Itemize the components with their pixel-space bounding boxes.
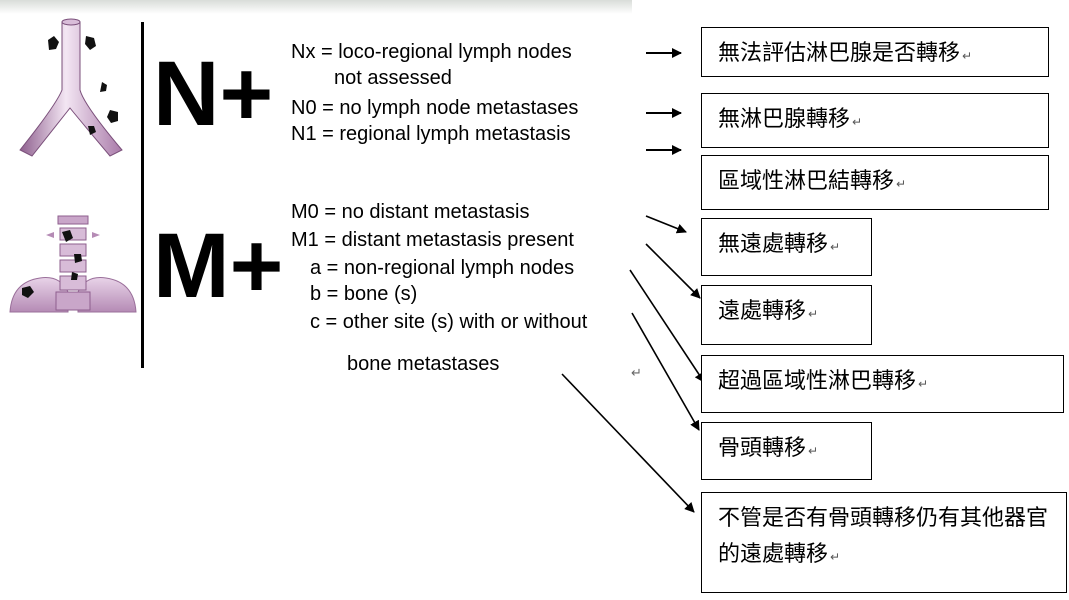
box-n1: 區域性淋巴結轉移↵	[701, 155, 1049, 210]
box-m1a-return-mark: ↵	[918, 377, 929, 391]
arrow-m1c	[561, 373, 695, 513]
box-m1-text: 遠處轉移	[718, 299, 807, 324]
top-strip	[0, 0, 632, 14]
box-m1b-text: 骨頭轉移	[718, 436, 807, 461]
box-m1b: 骨頭轉移↵	[701, 422, 872, 480]
box-n1-return-mark: ↵	[896, 177, 907, 191]
vertical-divider	[141, 22, 144, 368]
box-m1b-return-mark: ↵	[808, 444, 819, 458]
lymph-vessel-illustration	[19, 18, 123, 157]
arrow-m1	[645, 243, 701, 299]
n1-definition: N1 = regional lymph metastasis	[291, 123, 571, 145]
arrow-m0	[645, 215, 687, 234]
box-n1-text: 區域性淋巴結轉移	[718, 169, 895, 194]
m-stage-title: M+	[153, 215, 284, 317]
m1c-definition-continued: bone metastases	[347, 353, 500, 375]
m0-definition: M0 = no distant metastasis	[291, 201, 530, 223]
box-m1: 遠處轉移↵	[701, 285, 872, 345]
arrow-m1b	[631, 312, 700, 431]
nx-definition: Nx = loco-regional lymph nodes	[291, 41, 572, 63]
box-m1a: 超過區域性淋巴轉移↵	[701, 355, 1064, 413]
box-m0-text: 無遠處轉移	[718, 232, 829, 257]
box-n0-return-mark: ↵	[852, 115, 863, 129]
box-m1-return-mark: ↵	[808, 307, 819, 321]
box-m0: 無遠處轉移↵	[701, 218, 872, 276]
return-mark: ↵	[631, 366, 642, 381]
box-m0-return-mark: ↵	[830, 240, 841, 254]
spine-pelvis-illustration	[9, 215, 137, 313]
box-n0: 無淋巴腺轉移↵	[701, 93, 1049, 148]
box-m1c: 不管是否有骨頭轉移仍有其他器官的遠處轉移↵	[701, 492, 1067, 593]
arrow-m1a	[629, 269, 705, 383]
box-nx-return-mark: ↵	[962, 49, 973, 63]
box-m1c-text: 不管是否有骨頭轉移仍有其他器官的遠處轉移	[718, 506, 1049, 567]
box-m1a-text: 超過區域性淋巴轉移	[718, 369, 917, 394]
box-nx: 無法評估淋巴腺是否轉移↵	[701, 27, 1049, 77]
box-nx-text: 無法評估淋巴腺是否轉移	[718, 41, 961, 66]
box-n0-text: 無淋巴腺轉移	[718, 107, 851, 132]
m1-definition: M1 = distant metastasis present	[291, 229, 574, 251]
m1c-definition: c = other site (s) with or without	[310, 311, 588, 333]
m1a-definition: a = non-regional lymph nodes	[310, 257, 575, 279]
box-m1c-return-mark: ↵	[830, 550, 841, 564]
nx-definition-continued: not assessed	[334, 67, 452, 89]
n0-definition: N0 = no lymph node metastases	[291, 97, 579, 119]
m1b-definition: b = bone (s)	[310, 283, 418, 305]
n-stage-title: N+	[153, 43, 274, 145]
